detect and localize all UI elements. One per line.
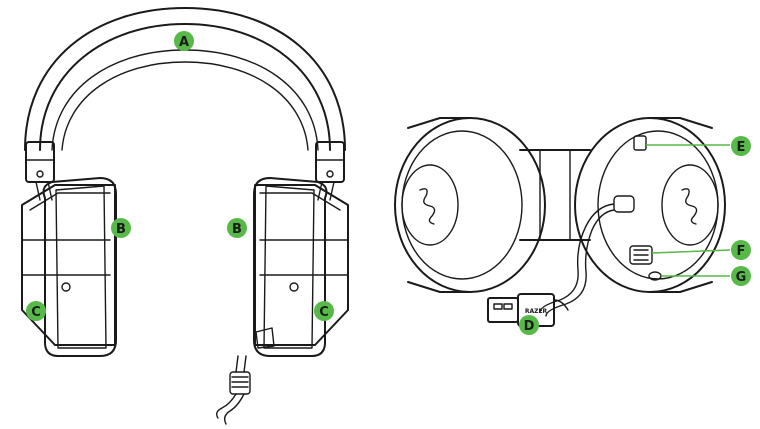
- callout-label-c-left: C: [31, 305, 41, 320]
- callout-badge-f: F: [731, 240, 751, 260]
- callout-badge-b-right: B: [227, 218, 247, 238]
- front-view-headset: [21, 7, 349, 425]
- callout-label-b-right: B: [232, 222, 242, 237]
- callout-label-a: A: [179, 35, 189, 50]
- callout-badge-g: G: [731, 266, 751, 286]
- usb-brand-text: RAZER: [525, 308, 548, 315]
- front-cable: [215, 355, 251, 425]
- callout-leaders: [646, 144, 731, 277]
- callout-badge-c-right: C: [314, 301, 334, 321]
- callout-label-f: F: [737, 244, 746, 259]
- callout-badge-b-left: B: [111, 218, 131, 238]
- callout-label-b-left: B: [116, 222, 126, 237]
- callout-label-g: G: [736, 270, 747, 285]
- callout-label-d: D: [524, 319, 535, 334]
- side-headband: [519, 149, 591, 241]
- callout-badge-e: E: [731, 136, 751, 156]
- headband: [24, 7, 346, 201]
- side-cable: RAZER: [487, 195, 635, 327]
- callout-badge-a: A: [174, 31, 194, 51]
- razer-snake-logo-left: [419, 188, 436, 225]
- left-earcup: [21, 177, 117, 357]
- side-right-earcup: [574, 117, 726, 293]
- callout-badge-d: D: [519, 315, 539, 335]
- right-earcup: [253, 177, 349, 357]
- callout-label-c-right: C: [319, 305, 329, 320]
- side-left-earcup: [394, 117, 546, 293]
- callout-label-e: E: [737, 140, 746, 155]
- callout-badge-c-left: C: [26, 301, 46, 321]
- razer-snake-logo-right: [681, 188, 698, 225]
- side-view-headset: RAZER: [394, 117, 726, 327]
